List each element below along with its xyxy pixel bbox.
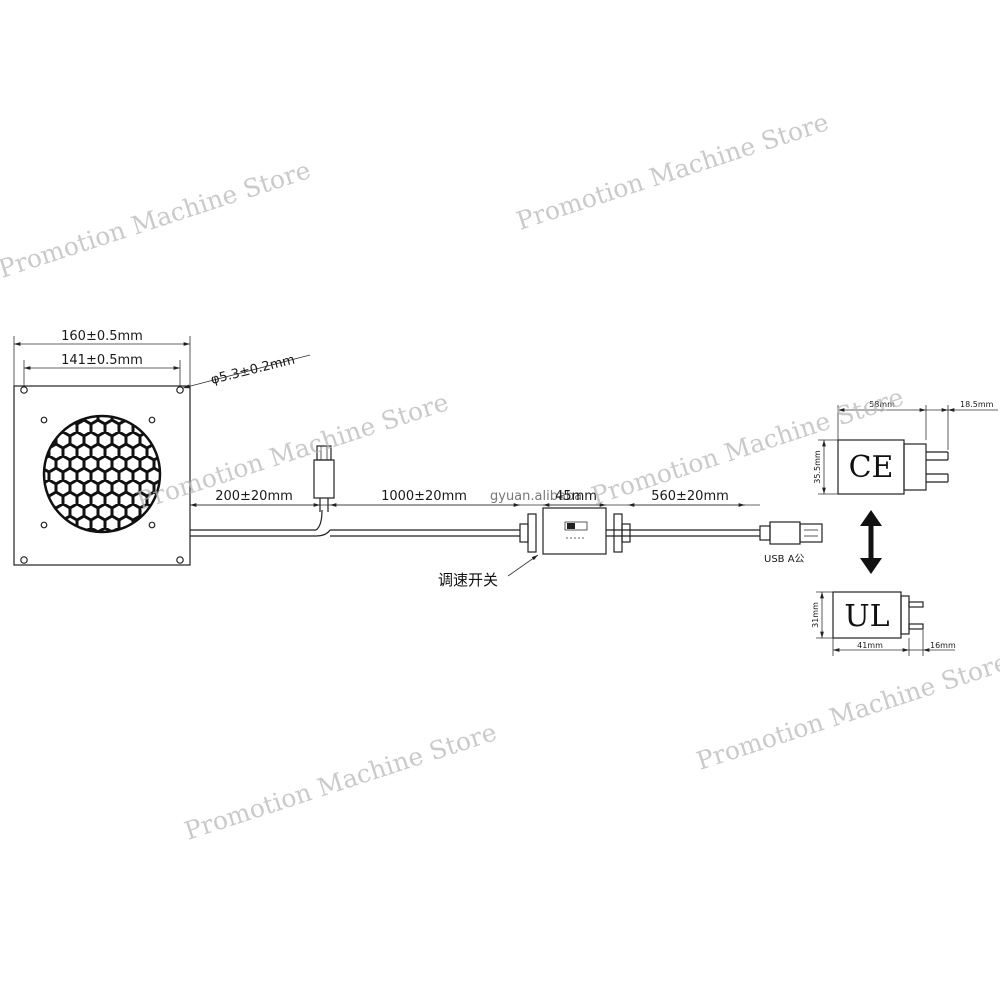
watermark-2: Promotion Machine Store — [513, 107, 832, 235]
dim-fan-to-split: 200±20mm — [215, 489, 293, 504]
watermark-5: Promotion Machine Store — [181, 717, 500, 845]
ul-adapter: UL 31mm 41mm 16mm — [811, 591, 956, 656]
ul-width: 41mm — [857, 641, 883, 650]
ul-height: 31mm — [811, 602, 820, 628]
cable-assembly: 200±20mm 1000±20mm gyuan.alibaba 45mm 56… — [190, 445, 823, 589]
grill-screw-2 — [148, 416, 156, 424]
mount-hole-bl — [20, 556, 28, 564]
ce-label: CE — [849, 450, 894, 485]
dim-split-to-switch: 1000±20mm — [381, 489, 467, 504]
ce-adapter: CE 58mm 18.5mm 35.5mm — [813, 400, 998, 495]
grill-screw-4 — [148, 521, 156, 529]
grill-screw-1 — [40, 416, 48, 424]
switch-label: 调速开关 — [438, 571, 498, 589]
grill-screw-3 — [40, 521, 48, 529]
ul-pin-length: 16mm — [930, 641, 956, 650]
watermark-6: Promotion Machine Store — [693, 647, 1000, 775]
swap-arrow-icon — [860, 510, 882, 574]
split-connector — [313, 445, 335, 512]
cable-overlay-text: gyuan.alibaba — [490, 489, 582, 504]
dim-hole-spacing: 141±0.5mm — [61, 353, 143, 368]
dim-switch-to-usb: 560±20mm — [651, 489, 729, 504]
ce-pin-length: 18.5mm — [960, 400, 994, 409]
ul-label: UL — [844, 599, 889, 634]
ce-height: 35.5mm — [813, 450, 822, 484]
mount-hole-br — [176, 556, 184, 564]
ce-width: 58mm — [869, 400, 895, 409]
fan-frame — [13, 385, 191, 566]
mount-hole-tl — [20, 386, 28, 394]
watermark-4: Promotion Machine Store — [588, 382, 907, 510]
dim-outer-width: 160±0.5mm — [61, 329, 143, 344]
dim-switch-length: 45mm — [555, 489, 597, 504]
honeycomb-grill — [44, 416, 160, 532]
speed-switch — [519, 507, 631, 555]
mount-hole-tr — [176, 386, 184, 394]
usb-label: USB A公 — [764, 554, 805, 565]
fan-unit: 160±0.5mm 141±0.5mm φ5.3±0.2mm — [13, 329, 311, 566]
dim-hole-diameter: φ5.3±0.2mm — [209, 352, 296, 387]
watermark-1: Promotion Machine Store — [0, 155, 314, 283]
usb-plug — [759, 521, 823, 545]
